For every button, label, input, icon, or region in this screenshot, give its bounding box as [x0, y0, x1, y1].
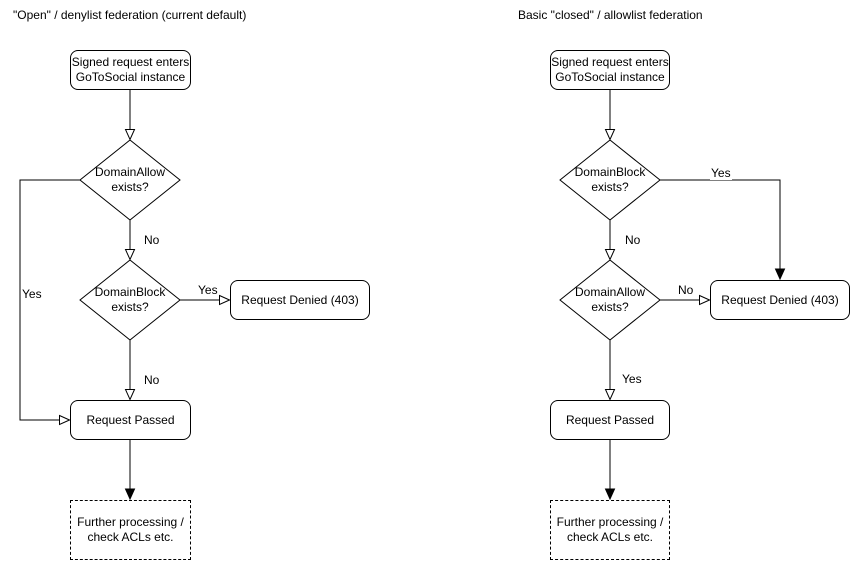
- decision-diamond-right-1: [559, 139, 661, 221]
- flow-arrow-right-decision1-yes: [660, 179, 780, 279]
- left-start-node: Signed request enters GoToSocial instanc…: [70, 50, 191, 90]
- flow-arrow-left-decision1-yes: [19, 179, 80, 420]
- left-passed-node: Request Passed: [70, 400, 191, 440]
- left-further-processing-node: Further processing / check ACLs etc.: [70, 500, 191, 560]
- decision-diamond-left-1: [79, 139, 181, 221]
- right-passed-node: Request Passed: [550, 400, 670, 440]
- left-decision2-yes-label: Yes: [197, 283, 219, 297]
- right-flow-title: Basic "closed" / allowlist federation: [518, 8, 703, 22]
- left-denied-node: Request Denied (403): [230, 280, 370, 320]
- left-decision1-yes-label: Yes: [21, 287, 43, 301]
- left-decision1-no-label: No: [143, 233, 161, 247]
- left-flow-title: "Open" / denylist federation (current de…: [13, 8, 247, 22]
- right-start-node: Signed request enters GoToSocial instanc…: [550, 50, 670, 90]
- decision-diamond-right-2: [559, 259, 661, 341]
- right-further-processing-node: Further processing / check ACLs etc.: [550, 500, 670, 560]
- left-decision2-no-label: No: [143, 373, 161, 387]
- right-decision2-no-label: No: [677, 283, 695, 297]
- decision-diamond-left-2: [79, 259, 181, 341]
- right-decision1-no-label: No: [624, 233, 642, 247]
- right-denied-node: Request Denied (403): [710, 280, 850, 320]
- right-decision1-yes-label: Yes: [710, 166, 732, 180]
- right-decision2-yes-label: Yes: [621, 372, 643, 386]
